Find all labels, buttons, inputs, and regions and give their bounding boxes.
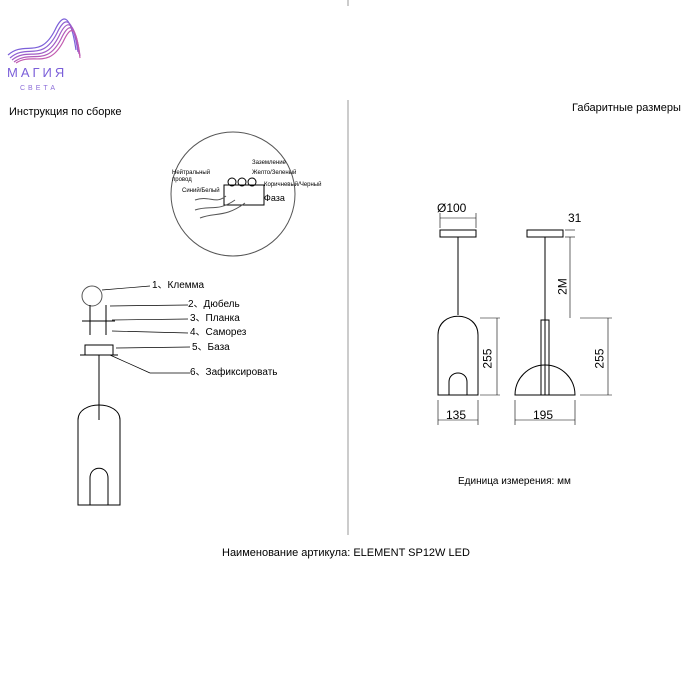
assembly-title: Инструкция по сборке: [9, 106, 122, 118]
dim-diameter: Ø100: [437, 201, 467, 215]
step-5: 5、База: [192, 342, 230, 353]
phase-color: Коричневый/Черный: [264, 182, 322, 188]
step-4: 4、Саморез: [190, 327, 247, 338]
phase-label: Фаза: [264, 193, 285, 203]
unit-label: Единица измерения: мм: [458, 476, 571, 487]
logo-subtext: СВЕТА: [20, 85, 59, 92]
dim-canopy-height: 31: [568, 211, 582, 225]
dim-width-right: 195: [533, 408, 554, 422]
logo-waves: [7, 18, 81, 64]
ground-label: Заземление: [252, 160, 286, 166]
ground-color: Желто/Зеленый: [252, 170, 297, 176]
logo-text: МАГИЯ: [7, 65, 68, 80]
article-name: Наименование артикула: ELEMENT SP12W LED: [222, 547, 470, 559]
neutral-color: Синий/Белый: [182, 188, 220, 194]
dim-width-left: 135: [446, 408, 467, 422]
step-3: 3、Планка: [190, 313, 240, 324]
dimensions-title: Габаритные размеры: [572, 102, 681, 114]
neutral-label: Нейтральный провод: [172, 170, 211, 183]
dim-height-left: 255: [480, 348, 495, 369]
dim-cord: 2M: [555, 278, 570, 295]
dim-height-right: 255: [592, 348, 607, 369]
step-2: 2、Дюбель: [188, 299, 240, 310]
step-6: 6、Зафиксировать: [190, 367, 278, 378]
step-1: 1、Клемма: [152, 280, 205, 291]
